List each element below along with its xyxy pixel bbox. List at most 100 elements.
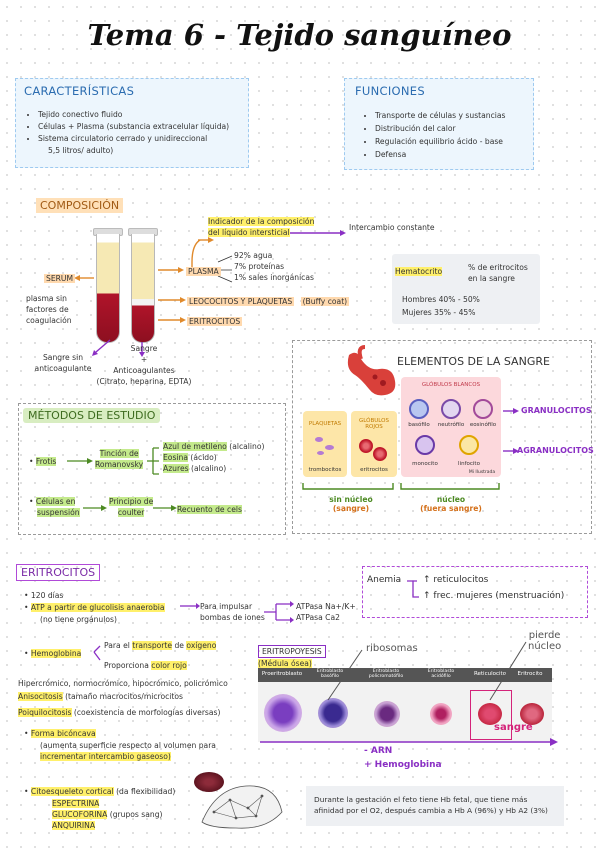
rbc-icon bbox=[359, 439, 373, 453]
list-item: Distribución del calor bbox=[375, 122, 551, 135]
wbc-label: monocito bbox=[412, 461, 438, 467]
sangre-sin-anticoagulante: Sangre sin anticoagulante bbox=[34, 353, 92, 373]
list-item: Tejido conectivo fluido bbox=[38, 109, 266, 121]
hematocrito-label: Hematocrito bbox=[395, 267, 443, 276]
pierde-nucleo-label: pierde núcleo bbox=[528, 630, 562, 652]
hombres-range: Hombres 40% - 50% bbox=[402, 295, 480, 304]
plaquetas-panel: PLAQUETAS trombocitos bbox=[303, 411, 347, 477]
stage-label: Eritrocito bbox=[517, 671, 543, 677]
anemia-label: Anemia bbox=[367, 575, 402, 585]
anemia-box: Anemia ↑ reticulocitos ↑ frec. mujeres (… bbox=[362, 566, 588, 618]
eritro-dias: • 120 días bbox=[24, 591, 64, 600]
wbc-label: linfocito bbox=[458, 461, 480, 467]
eritropoyesis-heading: ERITROPOYESIS (Médula ósea) bbox=[258, 645, 326, 668]
stage-label: Eritroblasto basófilo bbox=[316, 669, 344, 679]
tube-plasma bbox=[131, 234, 155, 343]
frotis-item: • Frotis bbox=[29, 457, 57, 466]
globulos-blancos-panel: GLÓBULOS BLANCOS basófilo neutrófilo eos… bbox=[401, 377, 501, 477]
metodos-box: MÉTODOS DE ESTUDIO • Frotis Tinción de R… bbox=[18, 403, 286, 535]
leucocitos-label: LEOCOCITOS Y PLAQUETAS (Buffy coat) bbox=[187, 297, 350, 306]
caracteristicas-box: CARACTERÍSTICAS Tejido conectivo fluido … bbox=[15, 78, 249, 168]
anemia-line1: ↑ reticulocitos bbox=[423, 575, 489, 585]
elementos-arrows bbox=[302, 408, 519, 490]
atpasa-list: ATPasa Na+/K+ ATPasa Ca2 bbox=[296, 602, 356, 622]
forma-item: • Forma bicóncava bbox=[24, 729, 96, 738]
basofilo-icon bbox=[409, 399, 429, 419]
list-item: Defensa bbox=[375, 148, 551, 161]
hipercromico-text: Hipercrómico, normocrómico, hipocrómico,… bbox=[18, 679, 228, 688]
sangre-label: sangre bbox=[494, 722, 533, 733]
eritrocitos-label: ERITROCITOS bbox=[187, 317, 243, 326]
eritrocitos-heading: ERITROCITOS bbox=[16, 564, 101, 581]
list-item: Regulación equilibrio ácido - base bbox=[375, 135, 551, 148]
plasma-parts: 92% agua 7% proteínas 1% sales inorgánic… bbox=[234, 251, 314, 282]
bombas-label: Para impulsar bombas de iones bbox=[200, 602, 265, 622]
stage-label: Proeritroblasto bbox=[261, 671, 303, 677]
hematocrito-desc: % de eritrocitos en la sangre bbox=[468, 263, 528, 283]
composicion-heading: COMPOSICIÓN bbox=[36, 198, 124, 213]
recuento-label: Recuento de cels bbox=[177, 505, 242, 514]
intercambio-text: Intercambio constante bbox=[349, 223, 435, 232]
list-item: Células + Plasma (substancia extracelula… bbox=[38, 121, 266, 133]
anemia-line2: ↑ frec. mujeres (menstruación) bbox=[423, 591, 565, 601]
wbc-label: eosinófilo bbox=[469, 422, 497, 428]
proteinas-list: ESPECTRINA GLUCOFORINA (grupos sang) ANQ… bbox=[52, 799, 163, 830]
reticulocito-icon bbox=[478, 703, 502, 725]
plasma-label: PLASMA bbox=[186, 267, 221, 276]
funciones-box: FUNCIONES Transporte de células y sustan… bbox=[344, 78, 534, 170]
eritropoyesis-diagram: Proeritroblasto Eritroblasto basófilo Er… bbox=[258, 668, 552, 742]
colorantes-list: Azul de metileno (alcalino) Eosina (ácid… bbox=[163, 442, 265, 473]
eritro-atp-note: (no tiene orgánulos) bbox=[40, 615, 117, 624]
globulos-rojos-label: GLÓBULOS ROJOS bbox=[359, 418, 389, 430]
poiquilocitosis-text: Poiquilocitosis (coexistencia de morfolo… bbox=[18, 708, 221, 717]
eritro-hemoglobina: • Hemoglobina bbox=[24, 649, 82, 658]
hb-color: Proporciona color rojo bbox=[104, 661, 187, 670]
caracteristicas-list: Tejido conectivo fluido Células + Plasma… bbox=[16, 109, 266, 157]
indicador-text: Indicador de la composición del líquido … bbox=[208, 217, 315, 237]
funciones-list: Transporte de células y sustancias Distr… bbox=[353, 109, 551, 161]
list-item: Sistema circulatorio cerrado y unidirecc… bbox=[38, 133, 266, 145]
eritroblasto-basofilo-icon bbox=[318, 698, 348, 728]
page-title: Tema 6 - Tejido sanguíneo bbox=[87, 18, 512, 52]
platelet-icon bbox=[317, 451, 324, 455]
rbc-illustration-icon bbox=[194, 772, 224, 792]
proeritroblasto-icon bbox=[264, 694, 302, 732]
ribosomas-label: ribosomas bbox=[366, 643, 418, 654]
hb-transporte: Para el transporte de oxígeno bbox=[104, 641, 217, 650]
hematocrito-box: Hematocrito % de eritrocitos en la sangr… bbox=[392, 254, 540, 324]
stage-bar bbox=[258, 668, 552, 682]
wbc-label: neutrófilo bbox=[437, 422, 465, 428]
eritroblasto-policromatofilo-icon bbox=[374, 701, 400, 727]
globulos-rojos-panel: GLÓBULOS ROJOS eritrocitos bbox=[351, 411, 397, 477]
nucleo-label: núcleo (fuera sangre) bbox=[420, 495, 482, 513]
list-item-continued: 5,5 litros/ adulto) bbox=[48, 146, 114, 155]
metodos-arrows bbox=[67, 447, 177, 511]
elementos-heading: ELEMENTOS DE LA SANGRE bbox=[397, 355, 550, 368]
serum-label: SERUM bbox=[44, 274, 76, 283]
citoesqueleto-item: • Citoesqueleto cortical (da flexibilida… bbox=[24, 787, 176, 796]
hemoglobina-label: + Hemoglobina bbox=[364, 760, 442, 770]
blood-vessel-icon bbox=[347, 345, 396, 396]
stage-label: Eritroblasto acidófilo bbox=[427, 669, 455, 679]
cytoskeleton-icon bbox=[201, 785, 283, 829]
tincion-label: Tinción de Romanovsky bbox=[95, 449, 144, 469]
anisocitosis-text: Anisocitosis (tamaño macrocitos/microcit… bbox=[18, 692, 183, 701]
platelet-icon bbox=[325, 445, 334, 450]
monocito-icon bbox=[415, 435, 435, 455]
sangre-con-anticoagulantes: Sangre + Anticoagulantes (Citrato, hepar… bbox=[96, 344, 192, 386]
rojos-sub: eritrocitos bbox=[360, 467, 388, 473]
mujeres-range: Mujeres 35% - 45% bbox=[402, 308, 476, 317]
list-item: Transporte de células y sustancias bbox=[375, 109, 551, 122]
serum-desc: plasma sin factores de coagulación bbox=[26, 294, 72, 325]
caracteristicas-heading: CARACTERÍSTICAS bbox=[24, 84, 135, 98]
principio-label: Principio de coulter bbox=[109, 497, 154, 517]
reticulocito-highlight bbox=[470, 690, 512, 740]
forma-desc: (aumenta superficie respecto al volumen … bbox=[40, 741, 216, 761]
eritro-atp: • ATP a partir de glucolisis anaerobia bbox=[24, 603, 165, 612]
neutrofilo-icon bbox=[441, 399, 461, 419]
plaquetas-label: PLAQUETAS bbox=[308, 421, 342, 427]
celulas-item: • Células en suspensión bbox=[29, 497, 80, 517]
linfocito-icon bbox=[459, 435, 479, 455]
globulos-blancos-label: GLÓBULOS BLANCOS bbox=[421, 382, 481, 388]
